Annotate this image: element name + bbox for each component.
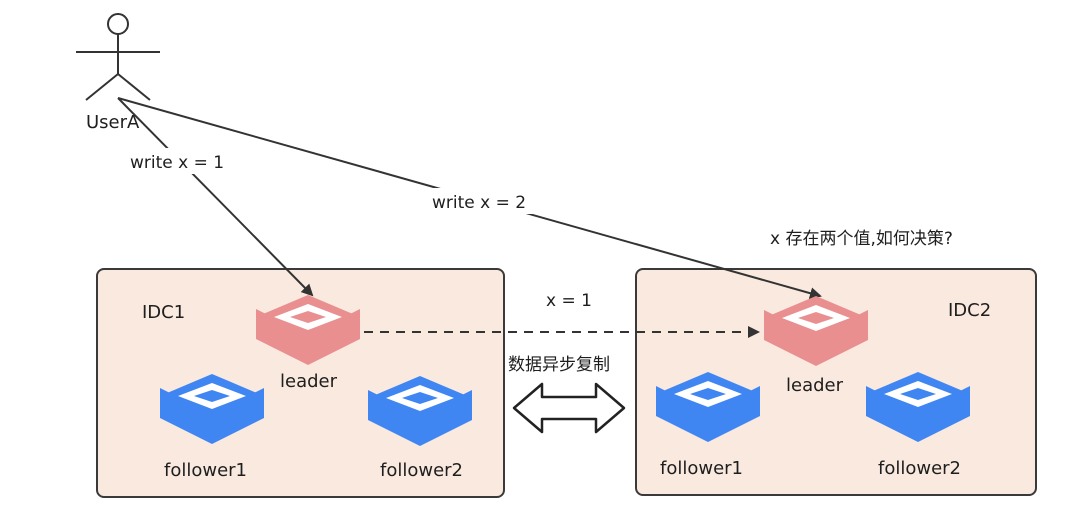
idc2-follower1-label: follower1 [660, 458, 743, 479]
question-text: x 存在两个值,如何决策? [770, 229, 953, 249]
write1-arrow [117, 97, 314, 297]
idc1-leader-label: leader [280, 371, 338, 392]
idc2-follower2-label: follower2 [878, 458, 961, 479]
replication-method-label: 数据异步复制 [508, 355, 610, 375]
idc1-follower2-label: follower2 [380, 460, 463, 481]
idc1-label: IDC1 [142, 302, 185, 323]
idc1-follower1-label: follower1 [164, 460, 247, 481]
replication-value-label: x = 1 [546, 291, 592, 311]
user-label: UserA [86, 112, 140, 133]
stick-figure-icon [76, 13, 160, 101]
write1-label: write x = 1 [130, 153, 224, 173]
double-arrow-icon [512, 382, 626, 434]
idc1-box [96, 268, 505, 498]
idc2-label: IDC2 [948, 300, 991, 321]
idc2-box [635, 268, 1037, 496]
write2-label: write x = 2 [432, 193, 526, 213]
idc2-leader-label: leader [786, 375, 844, 396]
